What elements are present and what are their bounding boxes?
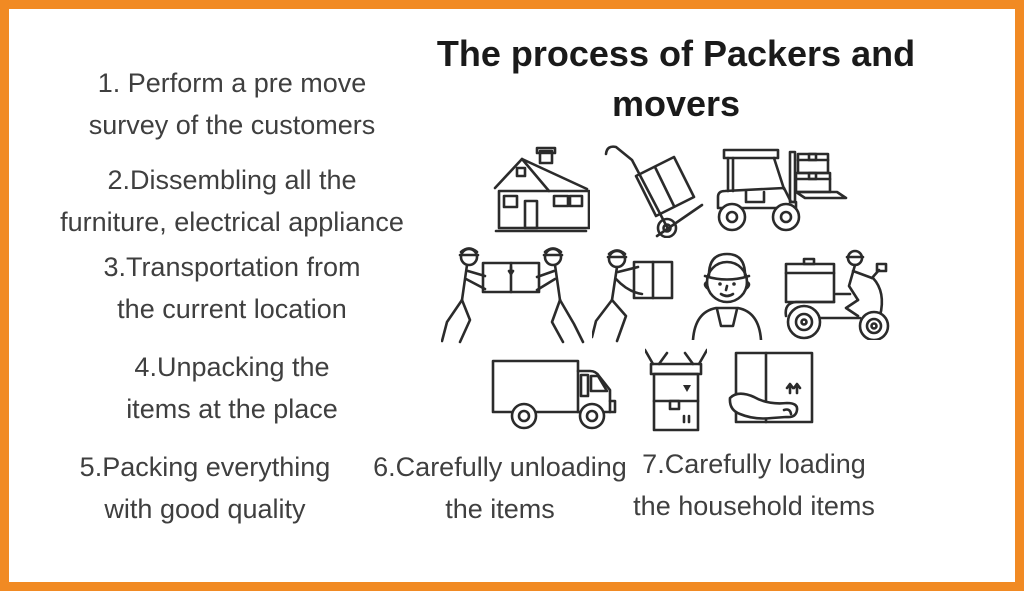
house-icon	[492, 146, 590, 236]
step-7-line-2: the household items	[633, 491, 875, 521]
delivery-scooter-icon	[778, 248, 890, 340]
step-2-line-2: furniture, electrical appliance	[60, 207, 404, 237]
hand-moving-box-icon	[728, 348, 816, 433]
step-6: 6.Carefully unloading the items	[350, 446, 650, 530]
open-box-icon	[645, 348, 707, 436]
step-4-line-1: 4.Unpacking the	[134, 352, 330, 382]
moving-truck-icon	[488, 352, 618, 436]
page-title-line-2: movers	[611, 83, 741, 124]
step-3-line-1: 3.Transportation from	[103, 252, 361, 282]
step-3: 3.Transportation from the current locati…	[32, 246, 432, 330]
hand-truck-icon	[600, 140, 704, 238]
step-5: 5.Packing everything with good quality	[40, 446, 370, 530]
step-6-line-2: the items	[445, 494, 555, 524]
step-1-line-1: 1. Perform a pre move	[97, 68, 367, 98]
worker-carrying-box-icon	[592, 248, 676, 343]
step-2-line-1: 2.Dissembling all the	[107, 165, 357, 195]
step-6-line-1: 6.Carefully unloading	[373, 452, 627, 482]
step-7: 7.Carefully loading the household items	[604, 443, 904, 527]
step-4-line-2: items at the place	[126, 394, 338, 424]
step-5-line-2: with good quality	[104, 494, 306, 524]
page-title-line-1: The process of Packers and	[436, 33, 916, 74]
movers-carrying-box-icon	[441, 246, 586, 344]
delivery-man-icon	[690, 246, 764, 340]
step-2: 2.Dissembling all the furniture, electri…	[32, 159, 432, 243]
step-5-line-1: 5.Packing everything	[79, 452, 331, 482]
step-1: 1. Perform a pre move survey of the cust…	[32, 62, 432, 146]
step-7-line-1: 7.Carefully loading	[642, 449, 866, 479]
step-3-line-2: the current location	[117, 294, 347, 324]
forklift-icon	[710, 144, 848, 238]
step-4: 4.Unpacking the items at the place	[32, 346, 432, 430]
step-1-line-2: survey of the customers	[88, 110, 376, 140]
page-title: The process of Packers and movers	[411, 29, 941, 129]
